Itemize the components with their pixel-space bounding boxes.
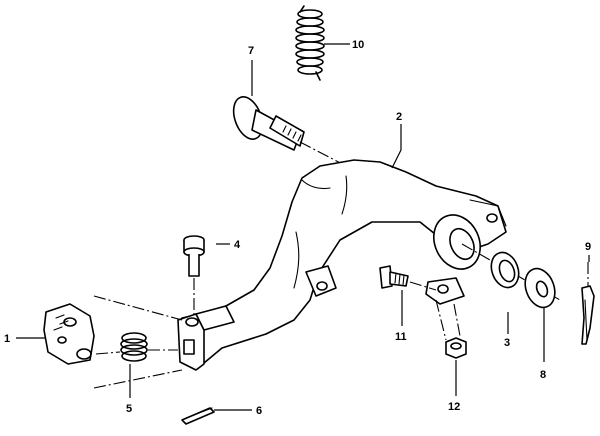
callout-11: 11: [395, 331, 407, 343]
part-pivot-shaft: [232, 96, 351, 169]
part-bracket: [43, 303, 95, 365]
callout-10: 10: [352, 39, 364, 51]
assembly-centerlines: [93, 295, 183, 389]
callout-labels: 1 2 3 4 5 6 7 8 9 10 11 12: [4, 39, 591, 417]
callout-1: 1: [4, 333, 10, 345]
part-oil-seal: [490, 251, 520, 289]
callout-5: 5: [126, 403, 132, 415]
callout-9: 9: [585, 241, 591, 253]
part-nut: [435, 299, 467, 359]
callout-4: 4: [234, 239, 241, 251]
part-washer: [524, 267, 556, 309]
part-clevis-pin: [183, 235, 205, 316]
callout-6: 6: [256, 405, 262, 417]
part-bolt: [379, 265, 437, 291]
leader-lines: [16, 43, 590, 411]
callout-2: 2: [396, 111, 402, 123]
callout-8: 8: [540, 369, 546, 381]
part-cotter-pin: [581, 262, 595, 345]
part-spring: [295, 5, 325, 81]
part-brake-pedal-arm: [177, 159, 561, 371]
callout-12: 12: [448, 401, 460, 413]
callout-7: 7: [248, 45, 254, 57]
part-split-pin: [181, 407, 215, 425]
callout-3: 3: [504, 337, 510, 349]
part-return-spring: [120, 332, 148, 362]
